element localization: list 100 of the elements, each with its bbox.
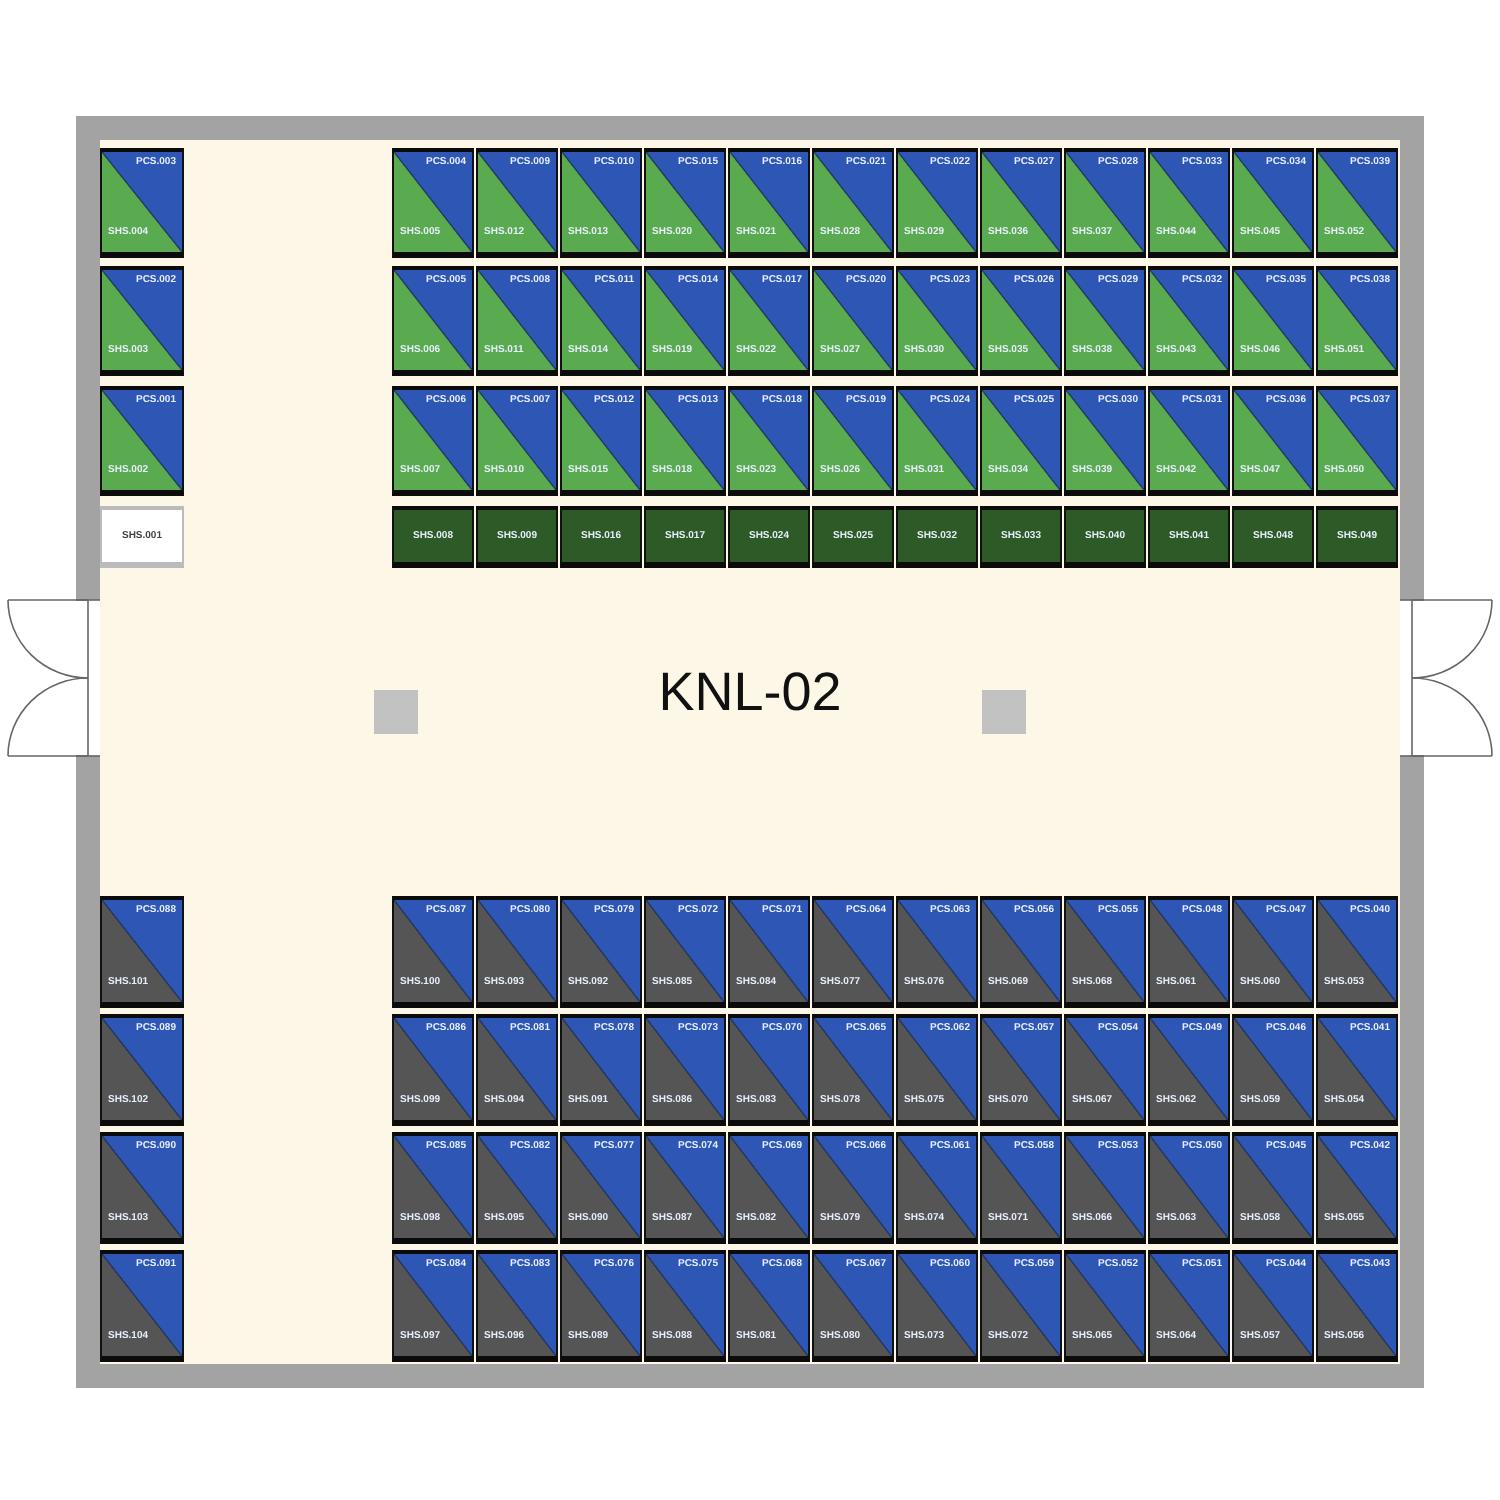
storage-tile (812, 266, 894, 376)
storage-slot (980, 506, 1062, 568)
storage-slot (392, 506, 474, 568)
storage-tile (392, 1250, 474, 1362)
storage-tile (980, 1014, 1062, 1126)
storage-tile (1232, 148, 1314, 258)
storage-slot (1232, 506, 1314, 568)
room-floor (76, 116, 1424, 1388)
storage-tile (560, 386, 642, 496)
storage-tile (1148, 896, 1230, 1008)
storage-tile (392, 896, 474, 1008)
storage-tile (728, 148, 810, 258)
storage-tile (728, 1014, 810, 1126)
storage-tile (1316, 148, 1398, 258)
room-name: KNL-02 (656, 660, 844, 726)
storage-tile (812, 1250, 894, 1362)
storage-tile (644, 266, 726, 376)
storage-tile (1316, 1014, 1398, 1126)
storage-tile (392, 266, 474, 376)
storage-tile (1148, 386, 1230, 496)
storage-tile (476, 1014, 558, 1126)
storage-slot (812, 506, 894, 568)
storage-slot (896, 506, 978, 568)
storage-slot (100, 506, 184, 568)
storage-tile (100, 386, 184, 496)
storage-tile (1232, 1250, 1314, 1362)
storage-tile (980, 896, 1062, 1008)
storage-tile (1316, 1132, 1398, 1244)
storage-slot (644, 506, 726, 568)
storage-tile (644, 148, 726, 258)
storage-tile (644, 1132, 726, 1244)
storage-tile (896, 266, 978, 376)
storage-tile (560, 896, 642, 1008)
storage-tile (1064, 1014, 1146, 1126)
storage-tile (896, 1250, 978, 1362)
storage-tile (392, 148, 474, 258)
storage-tile (728, 266, 810, 376)
storage-tile (1064, 1132, 1146, 1244)
storage-tile (896, 386, 978, 496)
storage-tile (980, 1132, 1062, 1244)
storage-slot (728, 506, 810, 568)
storage-tile (100, 1250, 184, 1362)
storage-tile (896, 896, 978, 1008)
storage-tile (100, 896, 184, 1008)
storage-tile (896, 148, 978, 258)
storage-slot (1064, 506, 1146, 568)
storage-tile (1232, 1014, 1314, 1126)
storage-slot (476, 506, 558, 568)
storage-tile (476, 148, 558, 258)
storage-tile (1064, 148, 1146, 258)
storage-tile (1148, 148, 1230, 258)
storage-tile (1064, 896, 1146, 1008)
storage-tile (1148, 1132, 1230, 1244)
storage-tile (560, 148, 642, 258)
storage-tile (980, 266, 1062, 376)
storage-tile (812, 386, 894, 496)
storage-tile (1064, 1250, 1146, 1362)
storage-tile (476, 386, 558, 496)
storage-tile (980, 386, 1062, 496)
storage-tile (100, 148, 184, 258)
storage-tile (560, 1250, 642, 1362)
storage-slot (560, 506, 642, 568)
storage-tile (1232, 896, 1314, 1008)
storage-tile (1232, 1132, 1314, 1244)
storage-tile (100, 1014, 184, 1126)
storage-tile (980, 1250, 1062, 1362)
storage-tile (812, 148, 894, 258)
storage-tile (728, 1132, 810, 1244)
storage-tile (728, 1250, 810, 1362)
storage-tile (1232, 386, 1314, 496)
storage-tile (392, 1014, 474, 1126)
storage-tile (392, 386, 474, 496)
storage-tile (476, 266, 558, 376)
storage-tile (100, 1132, 184, 1244)
storage-tile (812, 896, 894, 1008)
storage-tile (812, 1132, 894, 1244)
storage-tile (644, 386, 726, 496)
storage-tile (1064, 266, 1146, 376)
storage-tile (560, 266, 642, 376)
storage-tile (1232, 266, 1314, 376)
storage-tile (1316, 386, 1398, 496)
storage-tile (1316, 266, 1398, 376)
storage-slot (1148, 506, 1230, 568)
storage-tile (560, 1132, 642, 1244)
storage-tile (1148, 266, 1230, 376)
storage-tile (1316, 896, 1398, 1008)
storage-tile (1316, 1250, 1398, 1362)
storage-tile (1148, 1014, 1230, 1126)
storage-tile (100, 266, 184, 376)
storage-tile (896, 1014, 978, 1126)
storage-tile (1064, 386, 1146, 496)
storage-tile (896, 1132, 978, 1244)
storage-tile (980, 148, 1062, 258)
storage-tile (644, 1250, 726, 1362)
storage-tile (728, 386, 810, 496)
storage-tile (812, 1014, 894, 1126)
storage-tile (476, 896, 558, 1008)
storage-tile (392, 1132, 474, 1244)
storage-tile (728, 896, 810, 1008)
storage-tile (644, 896, 726, 1008)
